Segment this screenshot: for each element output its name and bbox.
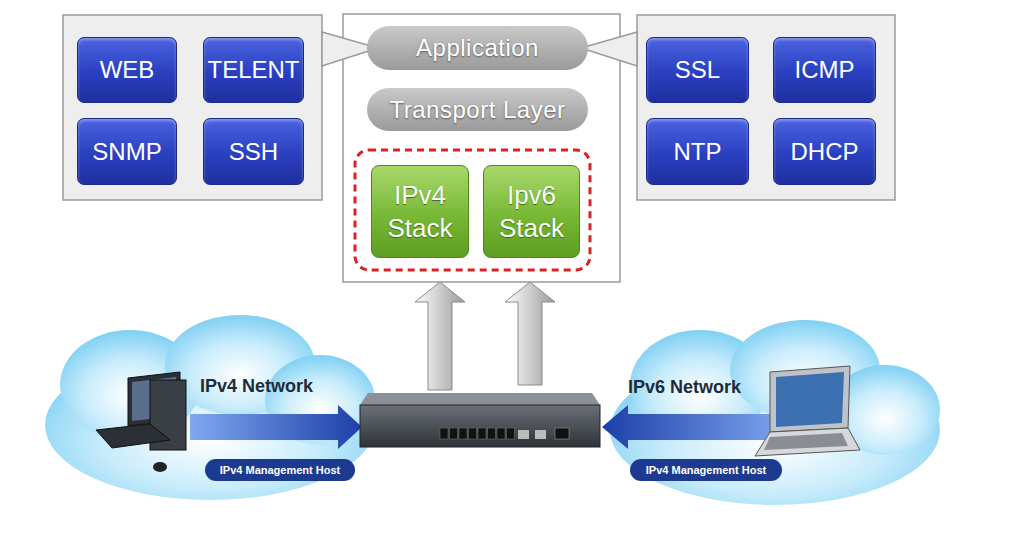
node-text: Transport Layer xyxy=(389,96,565,124)
layer-pill: Application xyxy=(367,26,588,70)
node-text: TELENT xyxy=(207,56,299,84)
node-text: SSL xyxy=(675,56,720,84)
node-text: Application xyxy=(416,34,539,62)
protocol-button: DHCP xyxy=(773,118,876,185)
network-label: IPv6 Network xyxy=(628,377,741,398)
stack-box: Ipv6 Stack xyxy=(483,165,580,258)
node-text: NTP xyxy=(674,138,722,166)
protocol-button: ICMP xyxy=(773,37,876,103)
host-tag: IPv4 Management Host xyxy=(630,459,782,481)
node-text: DHCP xyxy=(790,138,858,166)
protocol-button: WEB xyxy=(77,37,177,103)
network-label: IPv4 Network xyxy=(200,376,313,397)
stack-box: IPv4 Stack xyxy=(371,165,469,258)
protocol-button: TELENT xyxy=(203,37,304,103)
node-text: ICMP xyxy=(795,56,855,84)
node-text: IPv4 Management Host xyxy=(220,464,340,476)
node-text: IPv4 Stack xyxy=(376,179,464,244)
node-text: Ipv6 Stack xyxy=(488,179,575,244)
node-text: SNMP xyxy=(92,138,161,166)
node-text: WEB xyxy=(100,56,155,84)
host-tag: IPv4 Management Host xyxy=(205,459,355,481)
protocol-button: NTP xyxy=(646,118,749,185)
protocol-button: SSL xyxy=(646,37,749,103)
layer-pill: Transport Layer xyxy=(367,88,588,131)
node-text: IPv4 Management Host xyxy=(646,464,766,476)
node-text: SSH xyxy=(229,138,278,166)
protocol-button: SNMP xyxy=(77,118,177,185)
protocol-button: SSH xyxy=(203,118,304,185)
